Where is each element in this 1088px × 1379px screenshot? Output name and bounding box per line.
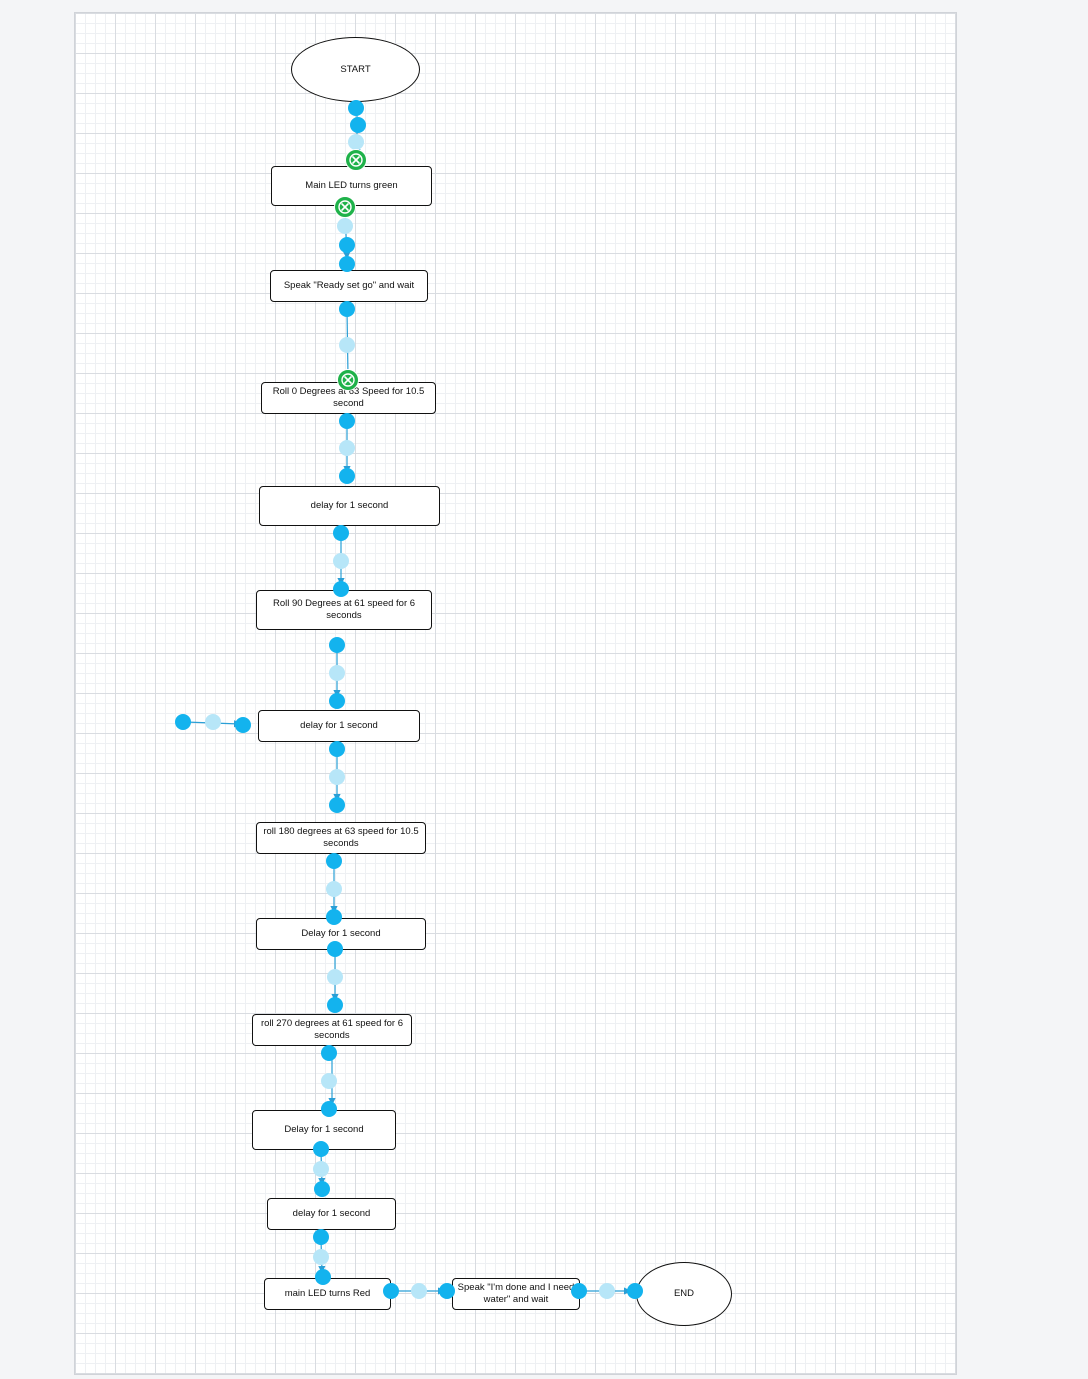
connection-handle[interactable] <box>329 741 345 757</box>
end-node[interactable]: END <box>636 1262 732 1326</box>
valid-connection-icon[interactable] <box>345 149 367 171</box>
connection-handle[interactable] <box>333 553 349 569</box>
connection-handle[interactable] <box>333 525 349 541</box>
connection-handle[interactable] <box>235 717 251 733</box>
node-label: delay for 1 second <box>300 720 378 731</box>
connection-handle[interactable] <box>383 1283 399 1299</box>
connection-handle[interactable] <box>348 100 364 116</box>
connection-handle[interactable] <box>313 1141 329 1157</box>
node-label: Speak "I'm done and I need water" and wa… <box>457 1282 575 1305</box>
process-node-delay-2[interactable]: delay for 1 second <box>258 710 420 742</box>
connection-handle[interactable] <box>627 1283 643 1299</box>
connection-handle[interactable] <box>313 1229 329 1245</box>
connection-handle[interactable] <box>329 665 345 681</box>
diagram-canvas[interactable] <box>74 12 957 1375</box>
connection-handle[interactable] <box>321 1045 337 1061</box>
connection-handle[interactable] <box>327 941 343 957</box>
node-label: END <box>673 1288 695 1299</box>
connection-handle[interactable] <box>339 413 355 429</box>
connection-handle[interactable] <box>329 693 345 709</box>
process-node-roll-90[interactable]: Roll 90 Degrees at 61 speed for 6 second… <box>256 590 432 630</box>
connection-handle[interactable] <box>321 1101 337 1117</box>
node-label: Roll 0 Degrees at 63 Speed for 10.5 seco… <box>272 386 425 409</box>
connection-handle[interactable] <box>339 337 355 353</box>
connection-handle[interactable] <box>313 1161 329 1177</box>
node-label: delay for 1 second <box>310 500 389 511</box>
node-label: delay for 1 second <box>292 1208 371 1219</box>
connection-handle[interactable] <box>348 134 364 150</box>
connection-handle[interactable] <box>314 1181 330 1197</box>
node-label: roll 270 degrees at 61 speed for 6 secon… <box>260 1018 404 1041</box>
connection-handle[interactable] <box>339 256 355 272</box>
connection-handle[interactable] <box>329 637 345 653</box>
connection-handle[interactable] <box>329 797 345 813</box>
node-label: START <box>340 63 371 75</box>
valid-connection-icon[interactable] <box>337 369 359 391</box>
connection-handle[interactable] <box>339 440 355 456</box>
valid-connection-icon[interactable] <box>334 196 356 218</box>
connection-handle[interactable] <box>439 1283 455 1299</box>
connection-handle[interactable] <box>411 1283 427 1299</box>
process-node-delay-5[interactable]: delay for 1 second <box>267 1198 396 1230</box>
process-node-speak-ready[interactable]: Speak "Ready set go" and wait <box>270 270 428 302</box>
connection-handle[interactable] <box>339 468 355 484</box>
node-label: Speak "Ready set go" and wait <box>283 280 415 291</box>
connection-handle[interactable] <box>327 969 343 985</box>
connection-handle[interactable] <box>175 714 191 730</box>
process-node-speak-done[interactable]: Speak "I'm done and I need water" and wa… <box>452 1278 580 1310</box>
connection-handle[interactable] <box>350 117 366 133</box>
connection-handle[interactable] <box>326 881 342 897</box>
connection-handle[interactable] <box>339 237 355 253</box>
connection-handle[interactable] <box>337 218 353 234</box>
connection-handle[interactable] <box>326 909 342 925</box>
node-label: Roll 90 Degrees at 61 speed for 6 second… <box>272 598 416 621</box>
connection-handle[interactable] <box>205 714 221 730</box>
connection-handle[interactable] <box>327 997 343 1013</box>
node-label: roll 180 degrees at 63 speed for 10.5 se… <box>263 826 419 849</box>
process-node-roll-180[interactable]: roll 180 degrees at 63 speed for 10.5 se… <box>256 822 426 854</box>
start-node[interactable]: START <box>291 37 420 102</box>
process-node-roll-270[interactable]: roll 270 degrees at 61 speed for 6 secon… <box>252 1014 412 1046</box>
process-node-delay-1[interactable]: delay for 1 second <box>259 486 440 526</box>
connection-handle[interactable] <box>313 1249 329 1265</box>
node-label: Delay for 1 second <box>301 928 381 939</box>
connection-handle[interactable] <box>333 581 349 597</box>
node-label: Main LED turns green <box>305 180 398 191</box>
connection-handle[interactable] <box>571 1283 587 1299</box>
connection-handle[interactable] <box>599 1283 615 1299</box>
connection-handle[interactable] <box>329 769 345 785</box>
connection-handle[interactable] <box>321 1073 337 1089</box>
connection-handle[interactable] <box>339 301 355 317</box>
node-label: Delay for 1 second <box>284 1124 364 1135</box>
connection-handle[interactable] <box>315 1269 331 1285</box>
node-label: main LED turns Red <box>284 1288 371 1299</box>
connection-handle[interactable] <box>326 853 342 869</box>
